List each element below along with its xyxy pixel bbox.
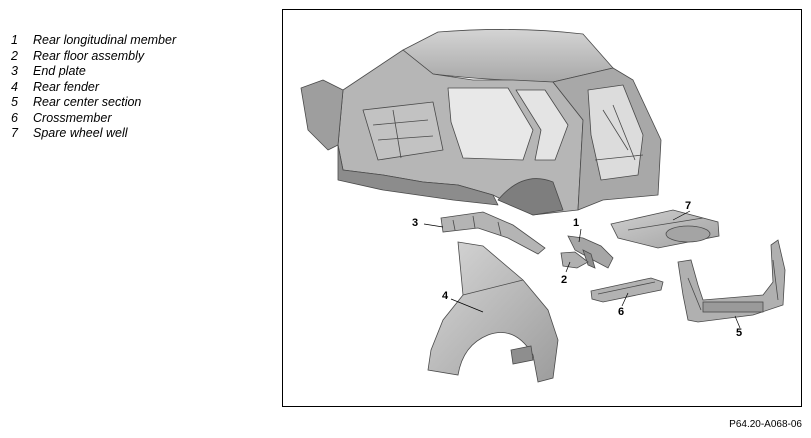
- figure-id: P64.20-A068-06: [729, 419, 802, 430]
- rear-door-window-opening: [515, 89, 569, 161]
- legend: 1 Rear longitudinal member 2 Rear floor …: [11, 33, 176, 142]
- legend-number: 4: [11, 79, 18, 94]
- roof-panel: [402, 29, 614, 83]
- rear-wheel-arch: [497, 178, 564, 216]
- callout-3: 3: [412, 217, 419, 229]
- side-window-opening: [447, 87, 534, 161]
- part-rear-center-section: [677, 239, 786, 323]
- callout-4: 4: [442, 290, 449, 302]
- part-crossmember: [590, 277, 664, 303]
- callout-7: 7: [685, 200, 692, 212]
- body-shell: [300, 29, 662, 216]
- legend-number: 6: [11, 110, 18, 125]
- legend-item-rear-center-section: 5 Rear center section: [11, 95, 176, 111]
- part-rear-fender: [427, 241, 559, 383]
- sill: [337, 144, 499, 206]
- legend-label: Spare wheel well: [33, 126, 128, 140]
- part-rear-longitudinal-member: [567, 235, 614, 269]
- legend-number: 2: [11, 48, 18, 63]
- legend-label: Crossmember: [33, 110, 112, 125]
- part-rear-floor-assembly: [560, 251, 589, 269]
- part-end-plate: [440, 211, 546, 255]
- diagram-artwork: [300, 29, 786, 383]
- legend-item-rear-fender: 4 Rear fender: [11, 80, 176, 96]
- part-spare-wheel-well: [610, 209, 720, 249]
- legend-label: Rear floor assembly: [33, 48, 145, 63]
- legend-label: Rear fender: [33, 79, 100, 94]
- front-pillar: [300, 79, 344, 151]
- legend-label: End plate: [33, 64, 86, 78]
- callout-2: 2: [561, 274, 568, 286]
- legend-item-crossmember: 6 Crossmember: [11, 111, 176, 127]
- legend-label: Rear center section: [33, 95, 142, 109]
- legend-number: 3: [11, 64, 18, 78]
- exploded-body-diagram: 1 2 3 4 5 6 7: [282, 9, 802, 407]
- callout-5: 5: [736, 327, 743, 339]
- legend-number: 1: [11, 33, 18, 47]
- legend-item-rear-longitudinal-member: 1 Rear longitudinal member: [11, 33, 176, 49]
- legend-item-spare-wheel-well: 7 Spare wheel well: [11, 126, 176, 142]
- callout-leader-lines: [423, 210, 741, 329]
- callout-1: 1: [573, 217, 580, 229]
- callout-6: 6: [618, 306, 625, 318]
- legend-label: Rear longitudinal member: [33, 33, 177, 47]
- legend-item-end-plate: 3 End plate: [11, 64, 176, 80]
- legend-number: 5: [11, 95, 18, 109]
- legend-item-rear-floor-assembly: 2 Rear floor assembly: [11, 49, 176, 65]
- interior-structure: [362, 101, 444, 161]
- legend-number: 7: [11, 126, 18, 140]
